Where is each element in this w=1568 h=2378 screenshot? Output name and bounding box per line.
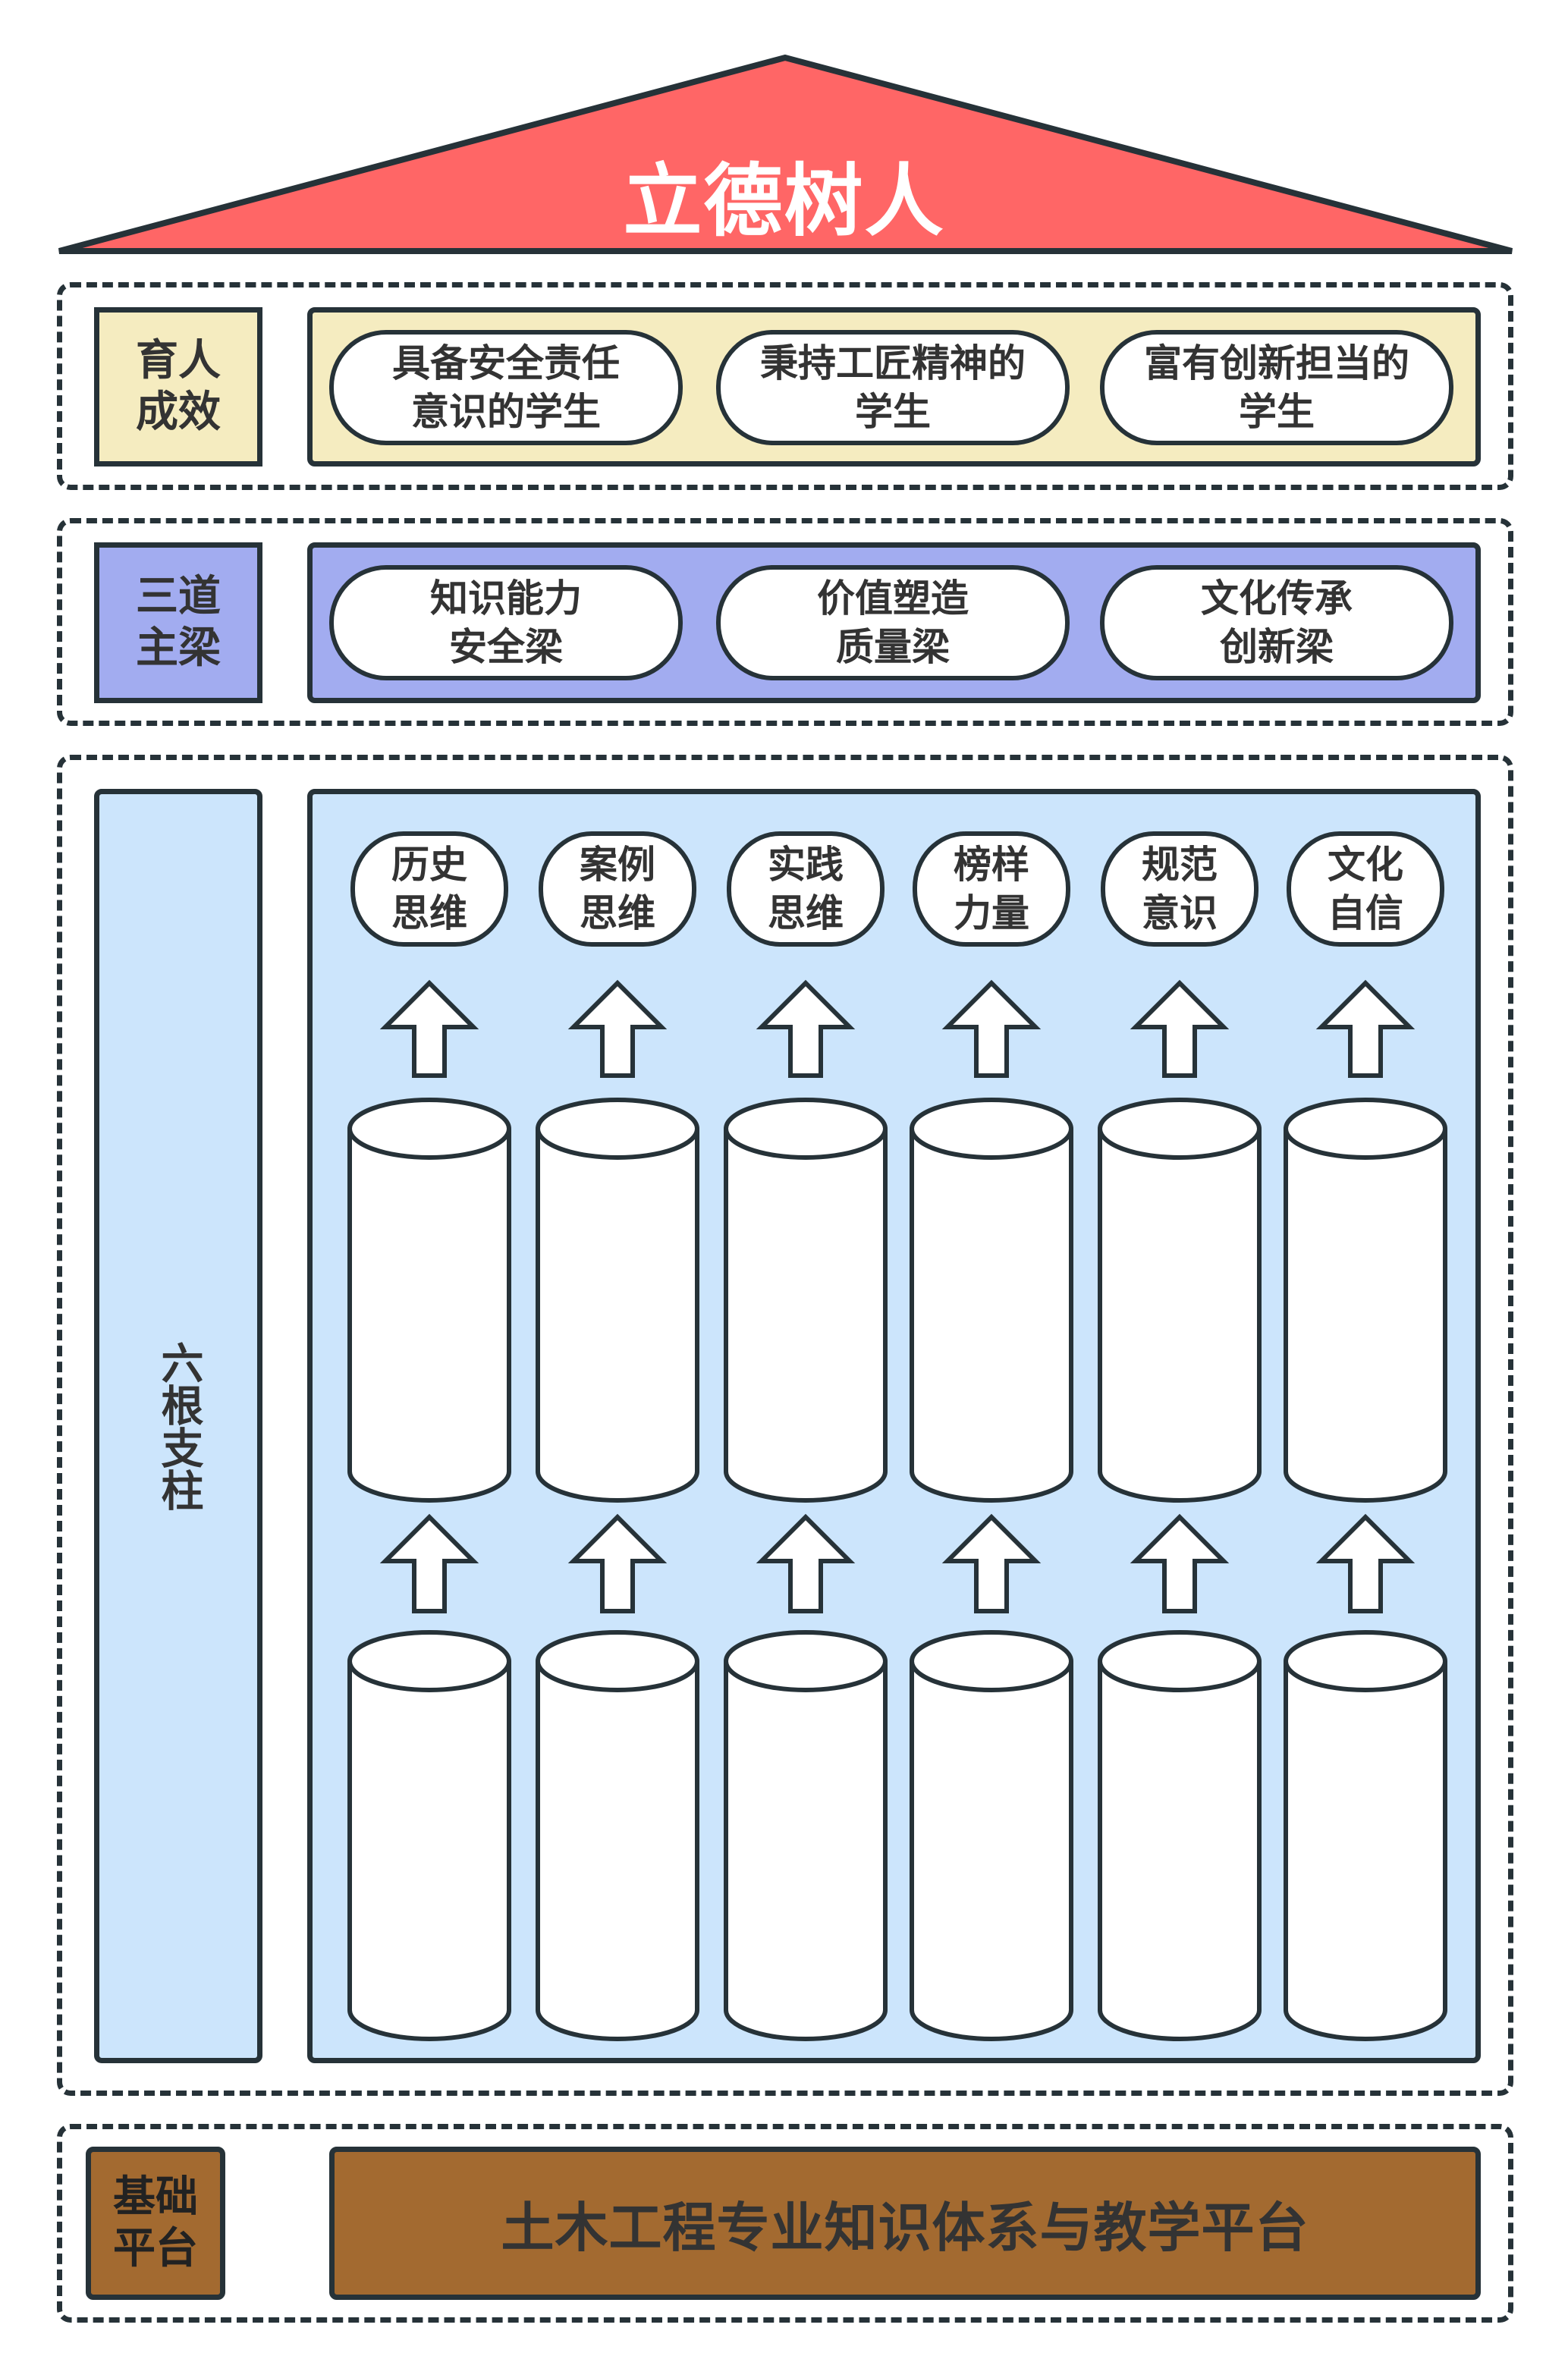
goal-text: 思维 bbox=[391, 891, 467, 935]
column-cylinder bbox=[1098, 1630, 1262, 2041]
goal-text: 思维 bbox=[580, 891, 655, 935]
base-label-box: 基础 平台 bbox=[86, 2147, 225, 2300]
goal-text: 榜样 bbox=[954, 843, 1029, 887]
column-cylinder bbox=[724, 1630, 888, 2041]
beam-item-culture: 文化传承创新梁 bbox=[1100, 565, 1453, 680]
outcome-section bbox=[57, 282, 1513, 490]
beams-label: 三道 主梁 bbox=[136, 572, 221, 673]
goal-pill: 文化自信 bbox=[1287, 831, 1444, 947]
column-cylinder bbox=[536, 1630, 699, 2041]
goal-pill: 规范意识 bbox=[1101, 831, 1258, 947]
column-cylinder bbox=[910, 1630, 1073, 2041]
outcome-item-safety: 具备安全责任意识的学生 bbox=[329, 330, 683, 445]
base-section bbox=[57, 2124, 1513, 2323]
arrow-up-icon bbox=[941, 979, 1042, 1078]
roof-triangle bbox=[58, 54, 1513, 254]
outcome-item-innovation: 富有创新担当的学生 bbox=[1100, 330, 1453, 445]
pillars-label-box: 六根支柱 bbox=[94, 789, 262, 2063]
content-cylinder bbox=[724, 1098, 888, 1503]
arrow-up-icon bbox=[567, 1513, 668, 1613]
goal-text: 自信 bbox=[1328, 891, 1403, 935]
roof-title: 立德树人 bbox=[623, 155, 945, 247]
content-cylinder bbox=[1284, 1098, 1447, 1503]
goal-text: 规范 bbox=[1142, 843, 1218, 887]
pillars-section bbox=[57, 755, 1513, 2096]
arrow-up-icon bbox=[1315, 979, 1416, 1078]
goal-pill: 实践思维 bbox=[727, 831, 885, 947]
goal-text: 文化 bbox=[1328, 843, 1403, 887]
goal-text: 力量 bbox=[954, 891, 1029, 935]
content-cylinder bbox=[536, 1098, 699, 1503]
goal-pill: 历史思维 bbox=[350, 831, 508, 947]
arrow-up-icon bbox=[379, 1513, 479, 1613]
beams-label-box: 三道 主梁 bbox=[94, 542, 262, 703]
base-label: 基础 平台 bbox=[113, 2172, 198, 2273]
goal-text: 意识 bbox=[1142, 891, 1218, 935]
arrow-up-icon bbox=[379, 979, 479, 1078]
beams-section bbox=[57, 518, 1513, 726]
arrow-up-icon bbox=[756, 979, 856, 1078]
outcome-label-box: 育人 成效 bbox=[94, 307, 262, 466]
content-cylinder bbox=[1098, 1098, 1262, 1503]
beam-item-value: 价值塑造质量梁 bbox=[716, 565, 1070, 680]
goal-pill: 榜样力量 bbox=[913, 831, 1070, 947]
goal-text: 思维 bbox=[768, 891, 844, 935]
goal-text: 实践 bbox=[768, 843, 844, 887]
beam-item-knowledge: 知识能力安全梁 bbox=[329, 565, 683, 680]
arrow-up-icon bbox=[1315, 1513, 1416, 1613]
outcome-label: 育人 成效 bbox=[136, 336, 221, 437]
goal-pill: 案例思维 bbox=[539, 831, 696, 947]
content-cylinder bbox=[910, 1098, 1073, 1503]
arrow-up-icon bbox=[1130, 979, 1230, 1078]
outcome-item-craftsmanship: 秉持工匠精神的学生 bbox=[716, 330, 1070, 445]
arrow-up-icon bbox=[941, 1513, 1042, 1613]
base-content-box: 土木工程专业知识体系与教学平台 bbox=[329, 2147, 1481, 2300]
base-title: 土木工程专业知识体系与教学平台 bbox=[501, 2196, 1309, 2259]
arrow-up-icon bbox=[567, 979, 668, 1078]
arrow-up-icon bbox=[1130, 1513, 1230, 1613]
column-cylinder bbox=[1284, 1630, 1447, 2041]
pillars-label: 六根支柱 bbox=[154, 1341, 203, 1511]
goal-text: 案例 bbox=[580, 843, 655, 887]
arrow-up-icon bbox=[756, 1513, 856, 1613]
content-cylinder bbox=[347, 1098, 511, 1503]
column-cylinder bbox=[347, 1630, 511, 2041]
goal-text: 历史 bbox=[391, 843, 467, 887]
